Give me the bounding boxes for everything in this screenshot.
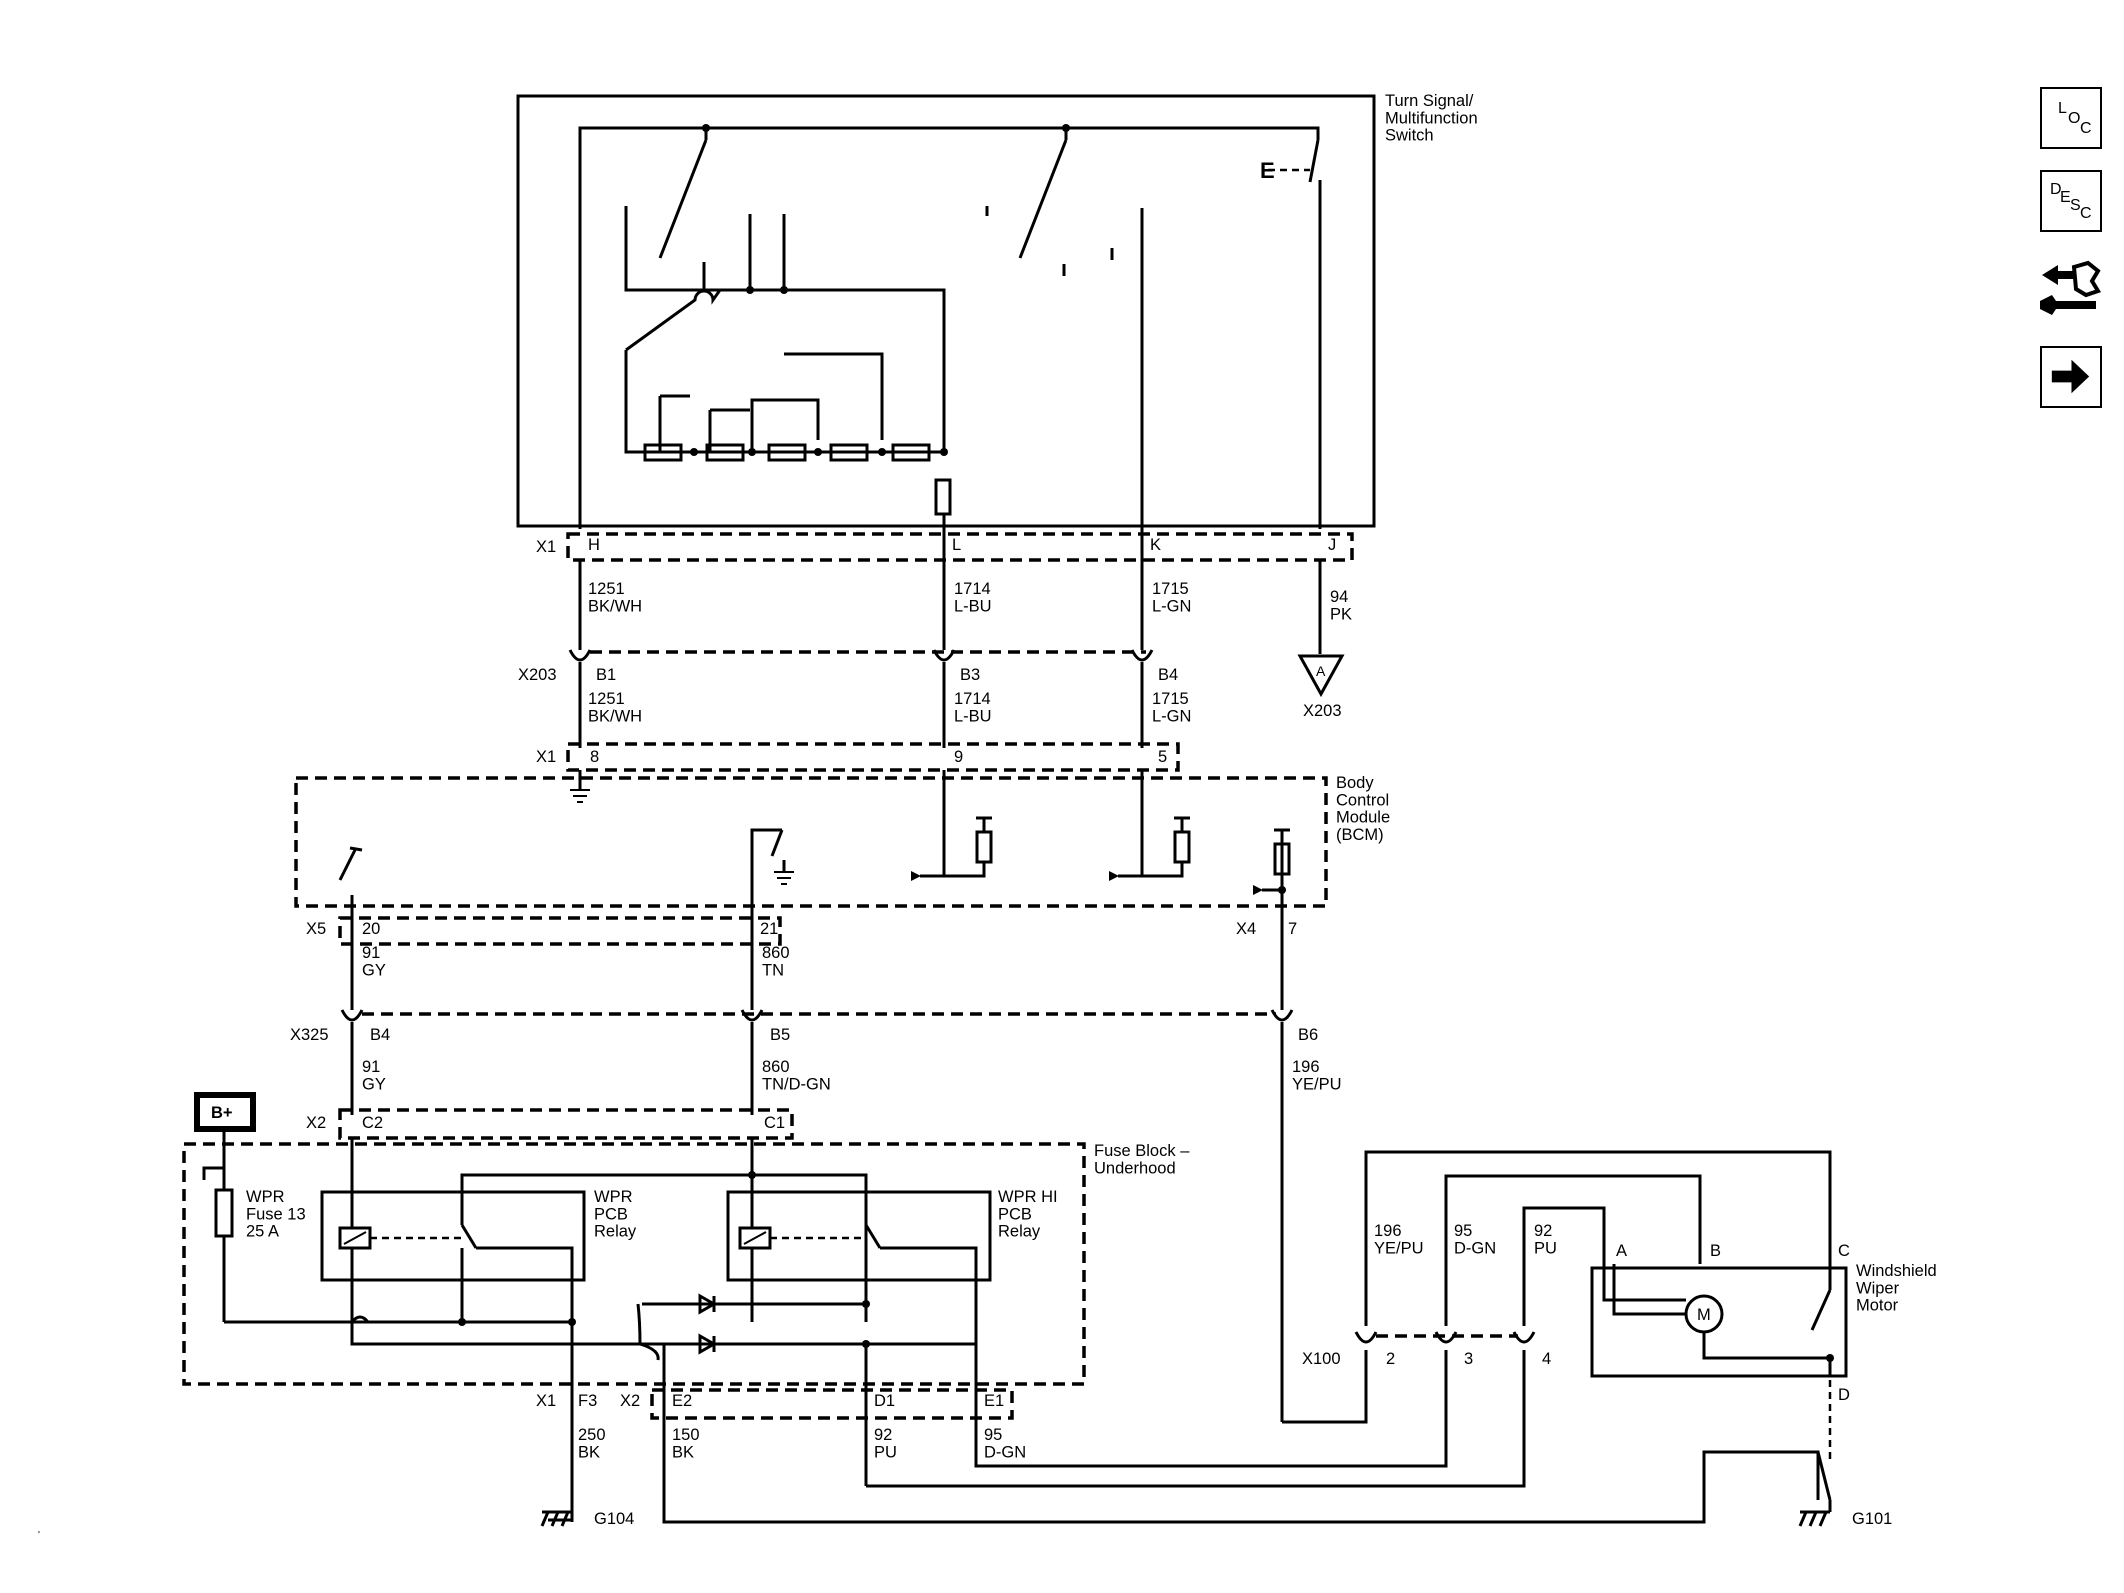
- location-button[interactable]: L O C: [2040, 87, 2102, 149]
- x325-connector: X325: [290, 1026, 329, 1044]
- wpr-relay: [320, 1190, 586, 1282]
- loc-letter-o: O: [2068, 110, 2081, 127]
- e-switch-label: E: [1260, 158, 1275, 183]
- pin-2: 2: [1386, 1350, 1395, 1368]
- x2-connector-top: X2: [306, 1114, 326, 1132]
- pin-f3: F3: [578, 1392, 597, 1410]
- pin-b3: B3: [960, 666, 980, 684]
- pin-j: J: [1328, 536, 1336, 554]
- g104-label: G104: [594, 1510, 634, 1528]
- inline-pin-a: A: [1316, 663, 1326, 679]
- bcm-box: [294, 776, 1328, 908]
- motor-symbol: M: [1697, 1306, 1711, 1324]
- footer-mark: ': [38, 1530, 40, 1541]
- pin-b5: B5: [770, 1026, 790, 1044]
- motor-pin-b: B: [1710, 1242, 1721, 1260]
- desc-letter-d: D: [2050, 181, 2062, 198]
- pin-e2: E2: [672, 1392, 692, 1410]
- x2-connector-bottom: X2: [620, 1392, 640, 1410]
- desc-letter-s: S: [2070, 197, 2081, 214]
- pin-c2: C2: [362, 1114, 383, 1132]
- next-page-button[interactable]: [2040, 346, 2102, 408]
- battery-label: B+: [211, 1104, 233, 1122]
- x100-connector: X100: [1302, 1350, 1341, 1368]
- wpr-hi-relay: [726, 1190, 992, 1282]
- turn-signal-multifunction-switch: [516, 94, 1376, 529]
- pin-e1: E1: [984, 1392, 1004, 1410]
- pin-k: K: [1150, 536, 1161, 554]
- x1-fuse-connector: X1: [536, 1392, 556, 1410]
- x1-bcm-connector: X1: [536, 748, 556, 766]
- pin-b4-x203: B4: [1158, 666, 1178, 684]
- x203-inline-label: X203: [1303, 702, 1342, 720]
- motor-pin-a: A: [1616, 1242, 1627, 1260]
- x4-connector: X4: [1236, 920, 1256, 938]
- pin-8: 8: [590, 748, 599, 766]
- desc-letter-c: C: [2080, 205, 2092, 222]
- pin-3: 3: [1464, 1350, 1473, 1368]
- pin-7: 7: [1288, 920, 1297, 938]
- pin-l: L: [952, 536, 961, 554]
- loc-letter-l: L: [2058, 100, 2067, 117]
- x203-connector: X203: [518, 666, 557, 684]
- wiper-motor-box: [1590, 1266, 1848, 1378]
- x1-switch-connector: X1: [536, 538, 556, 556]
- fuse-block-box: [182, 1142, 1086, 1386]
- loc-letter-c: C: [2080, 120, 2092, 137]
- g101-label: G101: [1852, 1510, 1892, 1528]
- pin-4: 4: [1542, 1350, 1551, 1368]
- pin-21: 21: [760, 920, 778, 938]
- desc-letter-e: E: [2060, 189, 2071, 206]
- pin-b6: B6: [1298, 1026, 1318, 1044]
- motor-pin-d: D: [1838, 1386, 1850, 1404]
- pin-h: H: [588, 536, 600, 554]
- pin-20: 20: [362, 920, 380, 938]
- description-button[interactable]: D E S C: [2040, 170, 2102, 232]
- pin-5: 5: [1158, 748, 1167, 766]
- motor-pin-c: C: [1838, 1242, 1850, 1260]
- arrow-right-icon: [2051, 359, 2090, 394]
- pin-9: 9: [954, 748, 963, 766]
- x5-connector: X5: [306, 920, 326, 938]
- pin-b1: B1: [596, 666, 616, 684]
- connector-icon[interactable]: [2036, 255, 2106, 325]
- pin-c1: C1: [764, 1114, 785, 1132]
- fuse-block-label: Fuse Block –Underhood: [1094, 1142, 1190, 1177]
- pin-d1: D1: [874, 1392, 895, 1410]
- pin-b4-x325: B4: [370, 1026, 390, 1044]
